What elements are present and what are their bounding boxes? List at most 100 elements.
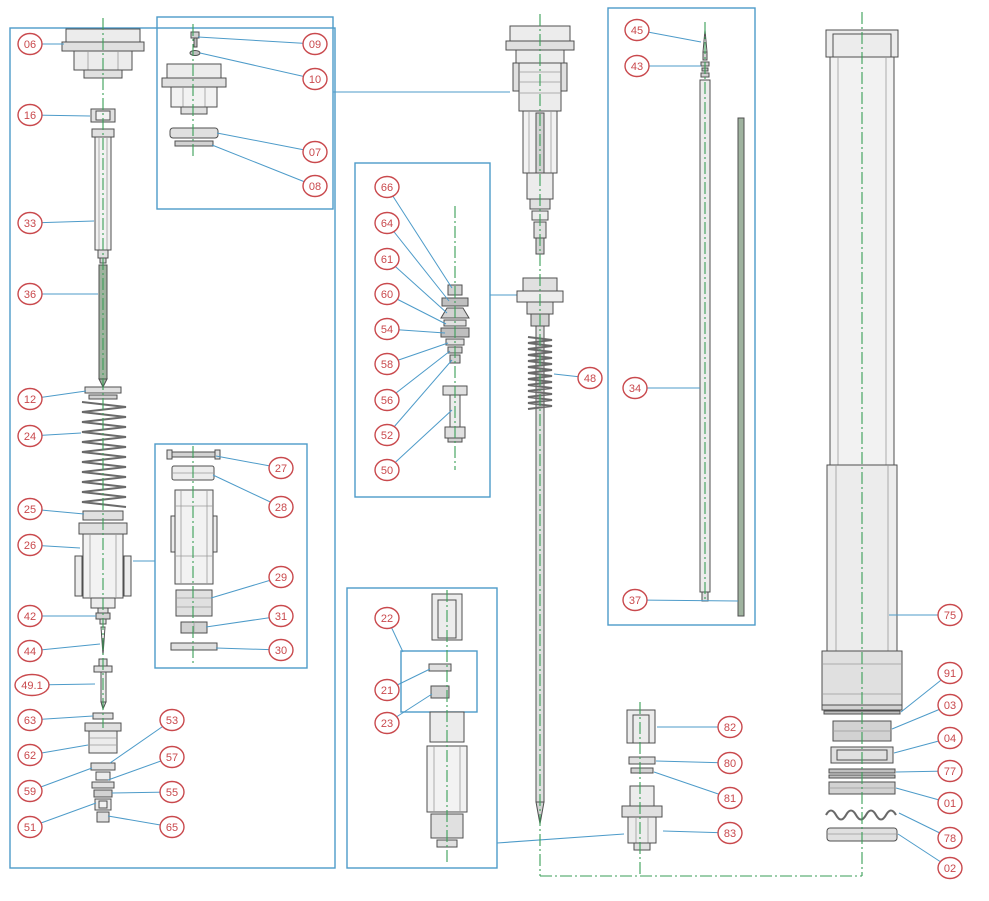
callout-16[interactable]: 16	[17, 103, 91, 127]
callout-24[interactable]: 24	[17, 424, 82, 448]
callout-circle	[17, 604, 43, 628]
callout-57[interactable]: 57	[107, 745, 185, 781]
callout-04[interactable]: 04	[893, 726, 963, 754]
callout-label: 43	[631, 61, 643, 73]
detail-box-piston-assembly	[154, 443, 308, 669]
callout-circle	[622, 588, 648, 612]
callout-label: 22	[381, 613, 393, 625]
callout-label: 31	[275, 611, 287, 623]
leader-line	[199, 52, 316, 80]
callout-label: 82	[724, 722, 736, 734]
callout-label: 66	[381, 182, 393, 194]
callout-07[interactable]: 07	[216, 132, 328, 164]
callout-25[interactable]: 25	[17, 497, 85, 521]
callout-08[interactable]: 08	[211, 144, 328, 198]
callout-91[interactable]: 91	[900, 661, 963, 713]
callout-37[interactable]: 37	[622, 588, 739, 612]
callout-21[interactable]: 21	[374, 668, 431, 702]
callout-50[interactable]: 50	[374, 409, 453, 482]
callout-01[interactable]: 01	[895, 787, 963, 815]
callout-78[interactable]: 78	[898, 812, 963, 850]
callout-83[interactable]: 83	[662, 821, 743, 845]
callout-circle	[937, 693, 963, 717]
callout-45[interactable]: 45	[624, 18, 702, 43]
callout-label: 57	[166, 752, 178, 764]
leader-line	[386, 186, 453, 289]
callout-81[interactable]: 81	[653, 771, 743, 810]
callout-23[interactable]: 23	[374, 693, 433, 735]
callout-03[interactable]: 03	[891, 693, 963, 730]
leader-line	[653, 771, 731, 799]
callout-63[interactable]: 63	[17, 708, 94, 732]
callout-label: 63	[24, 715, 36, 727]
connector-base-valve-detail	[496, 833, 625, 844]
callout-43[interactable]: 43	[624, 54, 701, 78]
callout-28[interactable]: 28	[212, 474, 294, 519]
callout-09[interactable]: 09	[197, 32, 328, 56]
callout-circle	[937, 661, 963, 685]
callout-42[interactable]: 42	[17, 604, 96, 628]
callout-33[interactable]: 33	[17, 211, 95, 235]
callout-label: 24	[24, 431, 36, 443]
callout-82[interactable]: 82	[657, 715, 743, 739]
leader-line	[211, 144, 316, 187]
callout-48[interactable]: 48	[553, 366, 603, 390]
callout-circle	[159, 780, 185, 804]
callout-60[interactable]: 60	[374, 282, 447, 325]
callout-circle	[374, 606, 400, 630]
callout-62[interactable]: 62	[17, 743, 89, 767]
callout-30[interactable]: 30	[215, 638, 294, 662]
callout-circle	[374, 317, 400, 341]
callout-label: 45	[631, 25, 643, 37]
callout-77[interactable]: 77	[895, 759, 963, 783]
callout-label: 59	[24, 786, 36, 798]
callout-31[interactable]: 31	[205, 604, 294, 628]
callout-54[interactable]: 54	[374, 317, 446, 341]
callout-27[interactable]: 27	[215, 455, 294, 480]
callout-53[interactable]: 53	[109, 708, 185, 764]
callout-56[interactable]: 56	[374, 350, 451, 412]
callout-circle	[17, 32, 43, 56]
callout-circle	[302, 174, 328, 198]
callout-49.1[interactable]: 49.1	[14, 673, 96, 697]
callout-06[interactable]: 06	[17, 32, 64, 56]
callout-10[interactable]: 10	[199, 52, 328, 91]
leader-line	[386, 222, 450, 302]
callout-61[interactable]: 61	[374, 247, 448, 314]
callout-34[interactable]: 34	[622, 376, 700, 400]
callout-circle	[159, 708, 185, 732]
callout-66[interactable]: 66	[374, 175, 453, 289]
leader-line	[109, 719, 173, 764]
callout-12[interactable]: 12	[17, 387, 87, 411]
callout-label: 52	[381, 430, 393, 442]
callout-29[interactable]: 29	[210, 565, 294, 599]
callout-44[interactable]: 44	[17, 639, 101, 663]
callout-circle	[624, 54, 650, 78]
callout-59[interactable]: 59	[17, 767, 93, 803]
callout-36[interactable]: 36	[17, 282, 98, 306]
callout-55[interactable]: 55	[111, 780, 185, 804]
callout-26[interactable]: 26	[17, 533, 81, 557]
leader-line	[386, 258, 448, 314]
detail-piston-assembly-parts	[166, 449, 221, 651]
callout-label: 56	[381, 395, 393, 407]
callout-label: 29	[275, 572, 287, 584]
callout-80[interactable]: 80	[655, 751, 743, 775]
callout-circle	[17, 211, 43, 235]
callout-circle	[937, 759, 963, 783]
callout-65[interactable]: 65	[107, 815, 185, 839]
callout-circle	[374, 711, 400, 735]
callout-02[interactable]: 02	[897, 833, 963, 880]
callout-label: 01	[944, 798, 956, 810]
callout-64[interactable]: 64	[374, 211, 450, 302]
callout-circle	[159, 815, 185, 839]
callout-label: 81	[724, 793, 736, 805]
callout-label: 55	[166, 787, 178, 799]
callout-58[interactable]: 58	[374, 342, 449, 376]
callout-51[interactable]: 51	[17, 802, 97, 839]
detail-box-left-column	[9, 27, 336, 869]
callout-label: 64	[381, 218, 393, 230]
callout-22[interactable]: 22	[374, 606, 404, 653]
callout-52[interactable]: 52	[374, 359, 453, 447]
callout-75[interactable]: 75	[889, 603, 963, 627]
